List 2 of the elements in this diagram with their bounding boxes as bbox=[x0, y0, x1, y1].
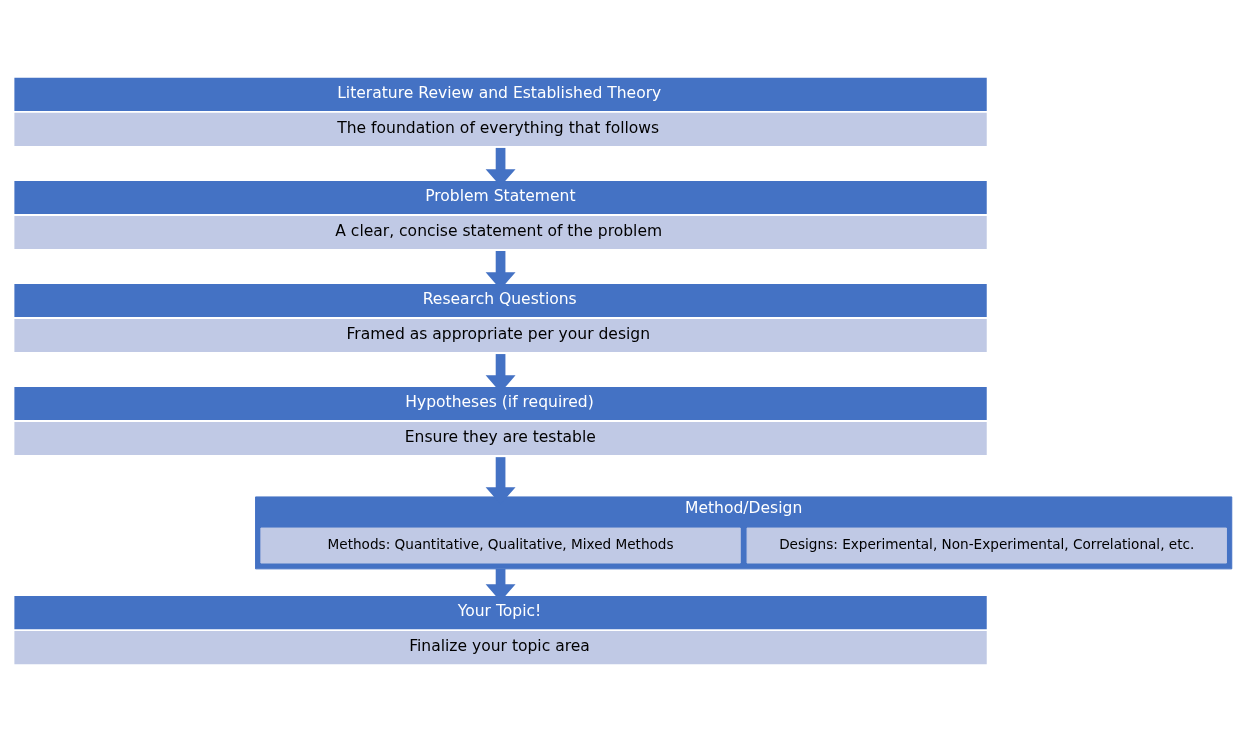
node-box: Methods: Quantitative, Qualitative, Mixed Methods bbox=[260, 527, 741, 564]
node-box: Designs: Experimental, Non-Experimental, Correlational, etc. bbox=[746, 527, 1227, 564]
